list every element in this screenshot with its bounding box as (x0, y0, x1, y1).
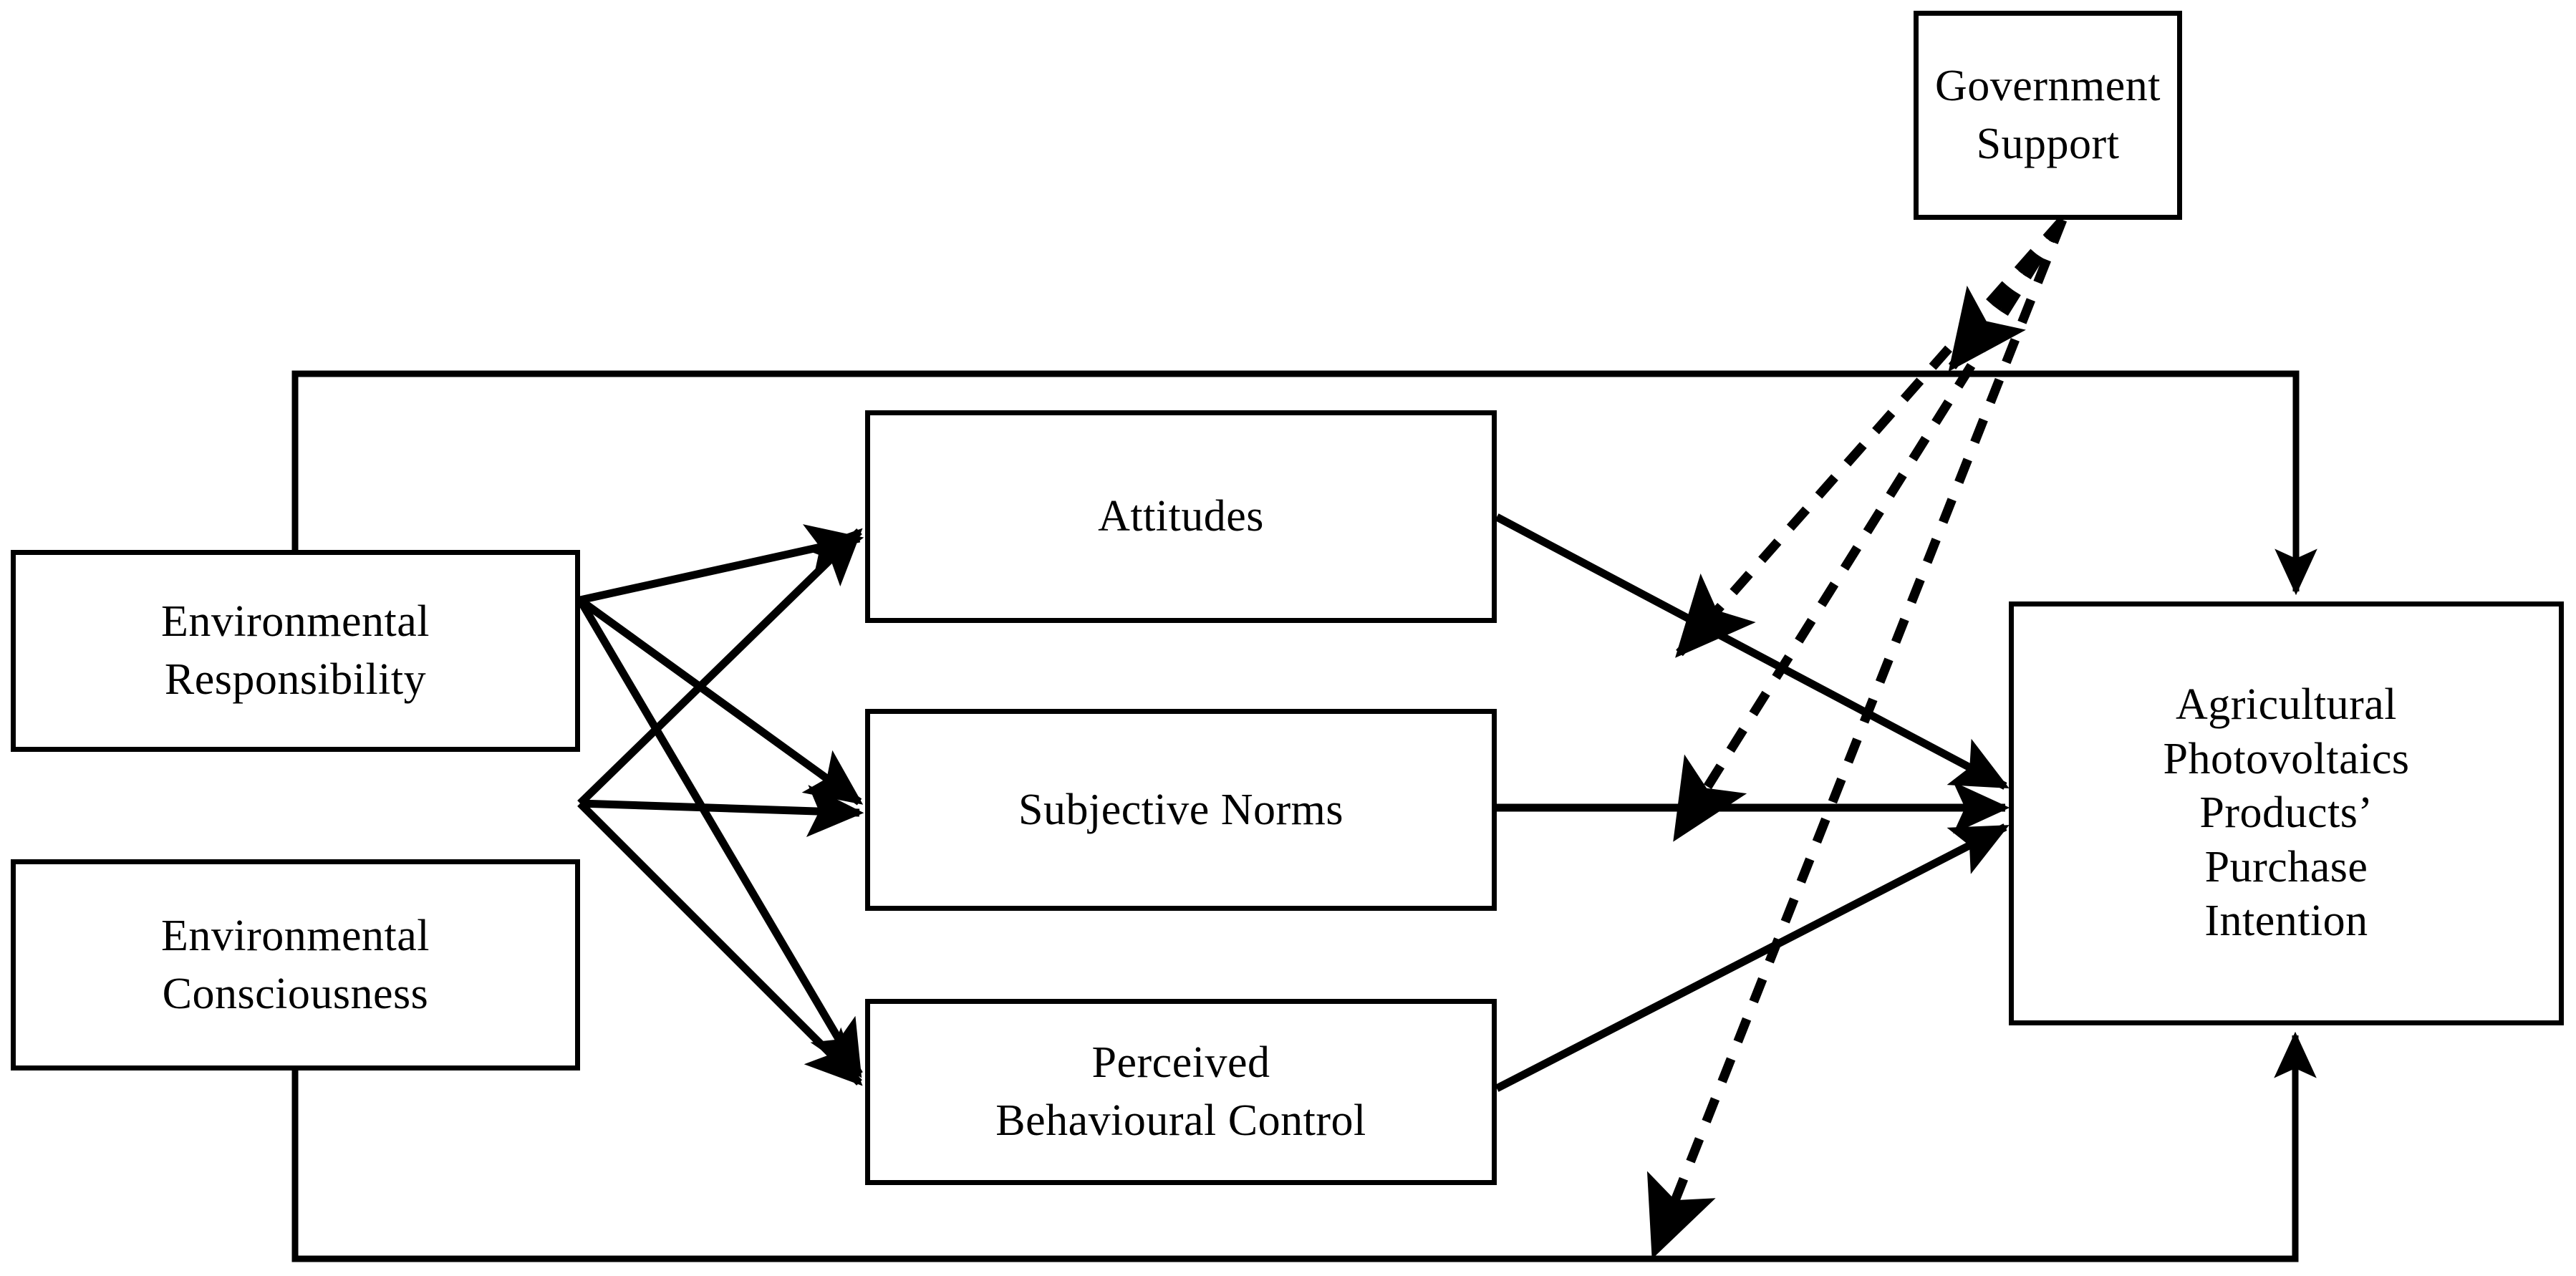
node-purchase-intention[interactable]: Agricultural Photovoltaics Products’ Pur… (2009, 601, 2564, 1025)
node-subjective-norms[interactable]: Subjective Norms (865, 709, 1497, 911)
edge-gs-moderates-pbc-path (1646, 218, 2068, 1260)
node-perceived-behavioural-control[interactable]: Perceived Behavioural Control (865, 999, 1497, 1185)
node-environmental-responsibility[interactable]: Environmental Responsibility (11, 550, 580, 752)
node-government-support-label: Government Support (1935, 62, 2161, 168)
edge-er-direct-to-purchase-intention (291, 370, 2317, 596)
edge-gs-moderates-er-direct (1948, 217, 2067, 372)
edge-er-to-subjective-norms (577, 596, 864, 806)
edge-pbc-to-purchase-intention (1495, 823, 2010, 1092)
edge-ec-to-pbc (577, 801, 863, 1086)
node-environmental-consciousness[interactable]: Environmental Consciousness (11, 859, 580, 1070)
node-attitudes[interactable]: Attitudes (865, 410, 1497, 623)
edge-gs-moderates-subjective-norms-path (1672, 217, 2067, 842)
node-purchase-intention-label: Agricultural Photovoltaics Products’ Pur… (2163, 680, 2410, 946)
edge-ec-to-subjective-norms (579, 785, 864, 837)
edge-ec-direct-to-purchase-intention (291, 1031, 2317, 1262)
node-perceived-behavioural-control-label: Perceived Behavioural Control (995, 1038, 1366, 1145)
node-government-support[interactable]: Government Support (1914, 11, 2182, 220)
edge-ec-to-attitudes (577, 528, 863, 806)
node-subjective-norms-label: Subjective Norms (1018, 785, 1344, 834)
edge-er-to-pbc (577, 598, 863, 1078)
edge-gs-moderates-attitudes-path (1675, 216, 2066, 658)
node-environmental-responsibility-label: Environmental Responsibility (161, 597, 430, 704)
node-environmental-consciousness-label: Environmental Consciousness (161, 911, 430, 1018)
node-attitudes-label: Attitudes (1098, 492, 1264, 541)
